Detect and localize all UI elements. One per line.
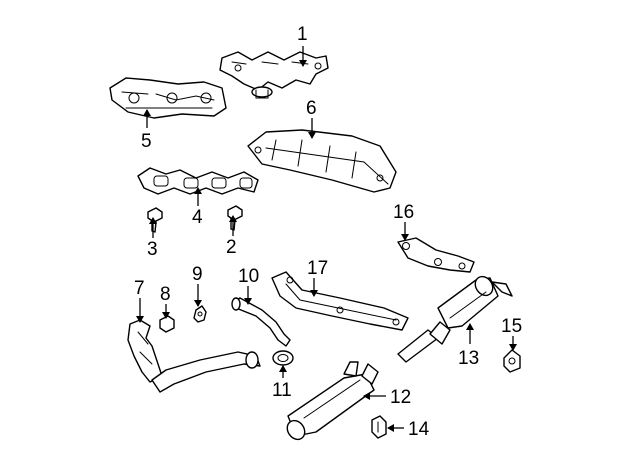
part-16-support-bracket[interactable]	[397, 237, 475, 273]
callout-10: 10	[238, 266, 259, 287]
part-11-gasket-ring[interactable]	[272, 350, 294, 366]
callout-14: 14	[408, 419, 430, 440]
callout-15: 15	[501, 316, 522, 337]
part-5-heat-shield-left[interactable]	[109, 77, 227, 119]
part-15-hanger-insulator[interactable]	[503, 349, 521, 373]
callout-11: 11	[272, 380, 292, 401]
callout-16: 16	[393, 202, 414, 223]
part-2-manifold-stud[interactable]	[227, 205, 243, 231]
part-9-flange-bolt[interactable]	[193, 305, 207, 323]
callout-12: 12	[390, 387, 411, 408]
part-1-exhaust-manifold-right[interactable]	[219, 51, 329, 99]
callout-17: 17	[307, 258, 328, 279]
callout-6: 6	[306, 98, 317, 119]
part-6-heat-shield-right[interactable]	[247, 129, 397, 193]
callout-3: 3	[147, 239, 158, 260]
callout-4: 4	[192, 207, 203, 228]
callout-9: 9	[192, 264, 203, 285]
callout-labels: 1 2 3 4 5 6 7 8 9 10 11 12 13 14 15 16 1…	[134, 24, 522, 440]
part-13-resonator-pipe[interactable]	[397, 273, 513, 363]
callout-8: 8	[160, 284, 171, 305]
part-8-flange-nut[interactable]	[159, 315, 175, 333]
callout-5: 5	[141, 131, 152, 152]
part-12-muffler[interactable]	[284, 361, 379, 443]
part-14-hanger-insulator[interactable]	[371, 415, 387, 439]
part-10-intermediate-pipe[interactable]	[231, 297, 291, 347]
part-3-manifold-bolt[interactable]	[147, 207, 163, 233]
callout-2: 2	[226, 237, 237, 258]
callout-7: 7	[134, 278, 145, 299]
callout-1: 1	[297, 24, 308, 45]
leader-lines	[136, 46, 517, 432]
part-17-crossmember[interactable]	[271, 271, 409, 331]
part-4-manifold-gasket[interactable]	[137, 167, 259, 195]
part-7-catalytic-converter[interactable]	[127, 319, 261, 393]
callout-13: 13	[458, 348, 479, 369]
